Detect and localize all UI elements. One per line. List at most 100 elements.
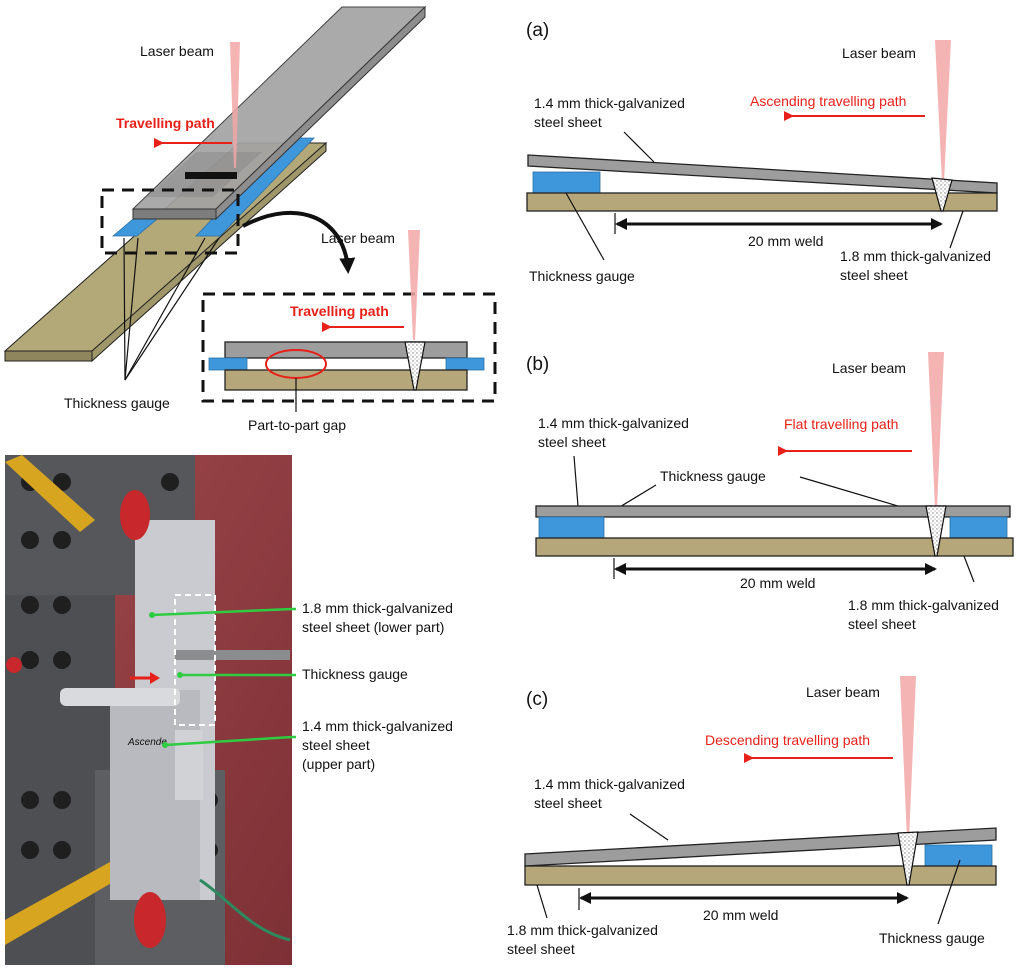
panel-a-laser-beam-label: Laser beam [842,45,916,61]
part-to-part-gap-label: Part-to-part gap [248,417,346,433]
callout-gauge-label: Thickness gauge [302,666,408,682]
gauge-leader-1 [123,237,126,381]
panel-b-lower-label-1: 1.8 mm thick-galvanized [848,597,999,613]
laser-beam-label: Laser beam [140,43,214,59]
panel-a-lower-leader [949,210,964,249]
panel-b-upper-label-2: steel sheet [538,434,606,450]
callout-line-lower-sheet [151,607,293,617]
panel-c-lower-label-1: 1.8 mm thick-galvanized [507,922,658,938]
panel-a-lower-label-2: steel sheet [840,267,908,283]
weld-seam-3d [185,172,237,179]
photo-handwriting: Ascende [127,737,167,748]
clamp-arm-bottom [5,862,120,945]
red-clamp-top [120,490,150,540]
green-cable [199,878,291,942]
panel-c-lower-sheet [524,865,997,886]
panel-a-weld-label: 20 mm weld [748,233,823,249]
panel-b: (b) Laser beam Flat travelling path 1.4 … [526,352,1014,632]
panel-c-upper-sheet [524,827,997,867]
callout-upper-sheet-line3: (upper part) [302,756,375,772]
inset-travelling-path-label: Travelling path [290,303,389,319]
panel-b-gauge-left [538,516,605,539]
zoom-arrow [242,210,356,274]
panel-b-gauge-right [949,516,1008,539]
panel-c-upper-label-2: steel sheet [534,795,602,811]
panel-b-weld-cone [925,505,947,557]
inset-gauge-right [445,357,485,371]
panel-b-weld-label: 20 mm weld [740,575,815,591]
panel-a-gauge-label: Thickness gauge [529,268,635,284]
panel-c-gauge-leader [937,859,961,925]
callout-lower-sheet-line1: 1.8 mm thick-galvanized [302,600,453,616]
panel-a-gauge [532,171,601,194]
panel-a-weld-cone [931,177,953,212]
panel-c: (c) Laser beam Descending travelling pat… [507,676,997,957]
panel-b-laser-beam-label: Laser beam [832,360,906,376]
panel-a-upper-leader [623,131,655,163]
zoom-selection-box [100,188,240,255]
gauge-leader-4 [124,237,220,381]
upper-sheet-3d-side [215,5,426,221]
panel-a-laser-beam [935,40,951,182]
panel-b-upper-leader [573,455,579,507]
panel-b-lower-label-2: steel sheet [848,616,916,632]
callout-dot-lower-sheet [149,612,155,618]
panel-a-gauge-leader [565,192,605,261]
panel-b-path-label: Flat travelling path [784,416,898,432]
laser-beam-3d [230,42,240,168]
callout-upper-sheet-line1: 1.4 mm thick-galvanized [302,718,453,734]
panel-a: (a) Laser beam Ascending travelling path… [526,20,998,284]
gauge-leader-2 [124,237,139,381]
overview-diagram: Laser beam Travelling path Thickness gau… [3,5,497,433]
callout-upper-sheet-line2: steel sheet [302,737,370,753]
travelling-path-label: Travelling path [116,115,215,131]
panel-a-upper-label-2: steel sheet [534,114,602,130]
inset-laser-beam-label: Laser beam [321,230,395,246]
inset-lower-sheet [224,369,468,391]
photo-direction-arrowhead [150,672,160,684]
callout-dot-gauge [177,672,183,678]
lower-sheet-3d-edge [4,350,93,362]
panel-c-lower-label-2: steel sheet [507,941,575,957]
inset-laser-beam [408,230,420,340]
inset-box [201,292,497,403]
photo-clamp-rod [175,650,290,660]
panel-b-laser-beam [928,352,944,508]
clamp-arm-top [5,455,95,532]
gauge-leader-3 [124,237,206,381]
thickness-gauge-label: Thickness gauge [64,395,170,411]
panel-a-tag: (a) [526,20,549,41]
panel-c-weld-label: 20 mm weld [703,907,778,923]
panel-c-tag: (c) [526,689,548,710]
inset-gauge-left [208,357,248,371]
panel-a-lower-label-1: 1.8 mm thick-galvanized [840,248,991,264]
panel-c-path-label: Descending travelling path [705,732,870,748]
panel-a-lower-sheet [526,192,998,212]
photo-callouts: 1.8 mm thick-galvanized steel sheet (low… [302,600,453,772]
setup-photo: Ascende [5,455,293,965]
panel-c-gauge-label: Thickness gauge [879,930,985,946]
panel-b-tag: (b) [526,354,549,375]
panel-c-upper-leader [629,813,669,841]
panel-a-upper-label-1: 1.4 mm thick-galvanized [534,95,685,111]
panel-b-lower-leader [963,555,975,583]
upper-sheet-3d-edge [132,208,217,220]
inset-weld-cone [404,341,426,391]
callout-lower-sheet-line2: steel sheet (lower part) [302,619,444,635]
inset-upper-sheet [224,341,468,359]
photo-clamp-bar [60,688,180,706]
panel-b-upper-sheet [535,505,1011,518]
panel-c-laser-beam [900,676,916,840]
panel-b-lower-sheet [535,537,1014,557]
panel-a-path-label: Ascending travelling path [750,93,906,109]
panel-b-upper-label-1: 1.4 mm thick-galvanized [538,415,689,431]
photo-gauge-outline [174,594,216,726]
panel-b-gauge-label: Thickness gauge [660,468,766,484]
panel-c-upper-label-1: 1.4 mm thick-galvanized [534,776,685,792]
red-knob-left [6,657,22,673]
red-clamp-bottom [134,892,166,948]
callout-line-upper-sheet [164,735,293,747]
callout-dot-upper-sheet [162,742,168,748]
panel-c-laser-beam-label: Laser beam [806,684,880,700]
